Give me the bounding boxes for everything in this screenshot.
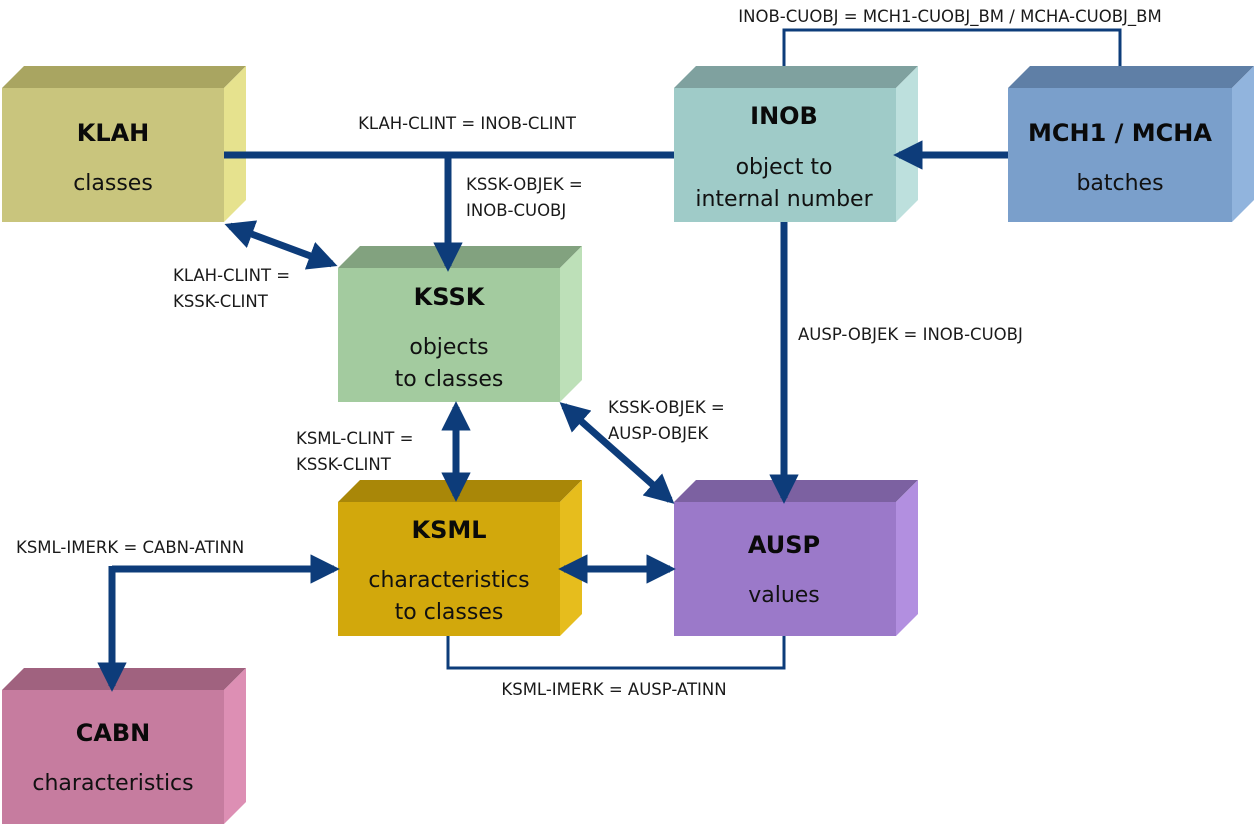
label-inob-mch: INOB-CUOBJ = MCH1-CUOBJ_BM / MCHA-CUOBJ_… [738, 7, 1161, 27]
box-mch-title: MCH1 / MCHA [1028, 119, 1212, 147]
box-ausp-top [674, 480, 918, 502]
box-kssk-top [338, 246, 582, 268]
box-klah-top [2, 66, 246, 88]
box-cabn-front [2, 690, 224, 824]
box-ksml-title: KSML [411, 516, 486, 544]
label-kssk-inob-line1: KSSK-OBJEK = [466, 175, 583, 194]
connector-ksml-ausp [446, 636, 786, 670]
box-kssk-front [338, 268, 560, 402]
box-ausp-front [674, 502, 896, 636]
box-kssk-title: KSSK [414, 283, 486, 311]
label-klah-kssk-line2: KSSK-CLINT [173, 292, 269, 311]
box-inob-desc-line1: object to [736, 155, 833, 180]
label-ksml-kssk-line1: KSML-CLINT = [296, 429, 413, 448]
box-cabn[interactable]: CABN characteristics [2, 668, 246, 824]
box-kssk[interactable]: KSSK objects to classes [338, 246, 582, 402]
arrow-klah-kssk [224, 220, 338, 270]
box-cabn-title: CABN [76, 719, 151, 747]
box-inob-front [674, 88, 896, 222]
box-inob-desc-line2: internal number [695, 187, 873, 212]
box-inob-title: INOB [750, 102, 818, 130]
box-ksml-desc-line1: characteristics [368, 568, 529, 593]
label-kssk-inob-line2: INOB-CUOBJ [466, 201, 566, 220]
box-ausp-title: AUSP [748, 531, 820, 559]
label-klah-kssk-line1: KLAH-CLINT = [173, 266, 290, 285]
label-ksml-cabn: KSML-IMERK = CABN-ATINN [16, 538, 244, 557]
box-ksml-top [338, 480, 582, 502]
box-klah-title: KLAH [77, 119, 150, 147]
box-mch-top [1008, 66, 1254, 88]
label-kssk-ausp-line2: AUSP-OBJEK [608, 424, 709, 443]
label-kssk-ausp-line1: KSSK-OBJEK = [608, 398, 725, 417]
box-klah[interactable]: KLAH classes [2, 66, 246, 222]
box-inob[interactable]: INOB object to internal number [674, 66, 918, 222]
box-mch[interactable]: MCH1 / MCHA batches [1008, 66, 1254, 222]
box-ausp-desc: values [748, 583, 820, 608]
label-ausp-inob: AUSP-OBJEK = INOB-CUOBJ [798, 325, 1023, 344]
box-inob-top [674, 66, 918, 88]
box-ksml-side [560, 480, 582, 636]
label-ksml-ausp: KSML-IMERK = AUSP-ATINN [501, 680, 726, 699]
box-ksml-front [338, 502, 560, 636]
box-cabn-side [224, 668, 246, 824]
box-ksml[interactable]: KSML characteristics to classes [338, 480, 582, 636]
box-ausp-side [896, 480, 918, 636]
box-kssk-side [560, 246, 582, 402]
box-mch-desc: batches [1076, 171, 1163, 196]
box-klah-front [2, 88, 224, 222]
box-inob-side [896, 66, 918, 222]
label-ksml-kssk-line2: KSSK-CLINT [296, 455, 392, 474]
box-mch-front [1008, 88, 1232, 222]
label-klah-inob: KLAH-CLINT = INOB-CLINT [358, 114, 577, 133]
box-ksml-desc-line2: to classes [395, 600, 504, 625]
box-klah-desc: classes [73, 171, 153, 196]
box-kssk-desc-line2: to classes [395, 367, 504, 392]
arrow-kssk-ausp [559, 402, 675, 504]
connector-inob-mch [782, 28, 1122, 88]
box-ausp[interactable]: AUSP values [674, 480, 918, 636]
box-mch-side [1232, 66, 1254, 222]
box-klah-side [224, 66, 246, 222]
box-cabn-top [2, 668, 246, 690]
box-kssk-desc-line1: objects [409, 335, 488, 360]
box-cabn-desc: characteristics [32, 771, 193, 796]
